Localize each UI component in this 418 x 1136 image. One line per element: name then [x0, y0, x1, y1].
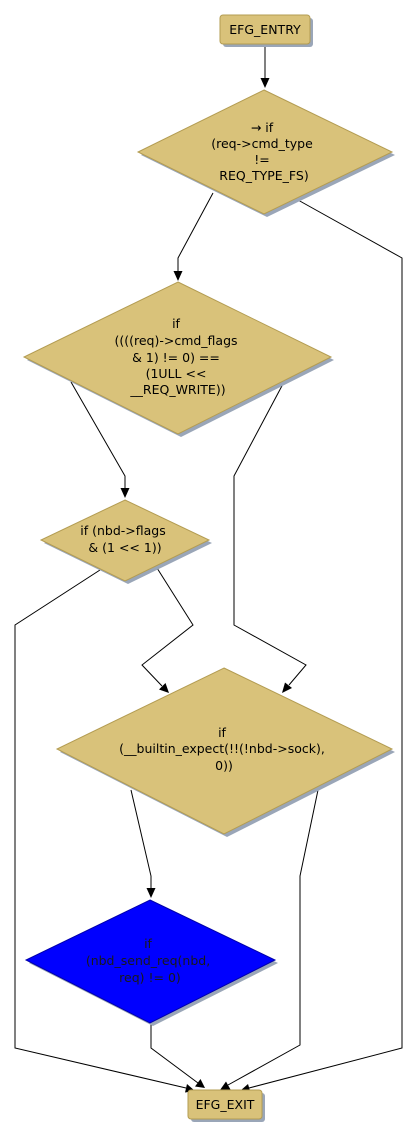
- node-cond-nbd-flags[interactable]: if (nbd->flags & (1 << 1)): [39, 499, 212, 584]
- node-label-line: if (nbd->flags: [80, 523, 165, 538]
- edge-cmd-flags-to-sock: [233, 381, 307, 686]
- node-label: if ((((req)->cmd_flags & 1) != 0) == (1U…: [114, 316, 241, 397]
- node-box: [219, 14, 311, 45]
- node-diamond: [39, 499, 211, 582]
- node-label-line: if: [144, 936, 152, 951]
- edge-arrowhead: [260, 78, 270, 88]
- node-diamond: [55, 667, 394, 835]
- node-label-line: EFG_EXIT: [196, 1097, 255, 1112]
- node-label: EFG_ENTRY: [229, 22, 301, 37]
- node-cond-cmd-type[interactable]: → if (req->cmd_type != REQ_TYPE_FS): [136, 89, 395, 217]
- edge-arrowhead: [173, 271, 183, 281]
- edge-arrowhead: [159, 683, 169, 693]
- node-label-line: (1ULL <<: [146, 366, 207, 381]
- node-label-line: → if: [251, 120, 274, 135]
- node-label-line: req) != 0): [119, 970, 181, 985]
- node-label: if (__builtin_expect(!!(!nbd->sock), 0)): [119, 725, 329, 773]
- node-label-line: & (1 << 1)): [88, 540, 161, 555]
- node-cond-send-req[interactable]: if (nbd_send_req(nbd, req) != 0): [24, 899, 278, 1026]
- edge-sock-to-send-req: [130, 789, 152, 889]
- node-label: EFG_EXIT: [196, 1097, 255, 1112]
- node-label-line: __REQ_WRITE)): [129, 382, 225, 397]
- node-label: if (nbd->flags & (1 << 1)): [80, 523, 169, 555]
- node-label: → if (req->cmd_type != REQ_TYPE_FS): [211, 120, 317, 183]
- edge-arrowhead: [195, 1079, 205, 1088]
- edge-cmd-flags-to-nbd-flags: [70, 381, 126, 489]
- edge-arrowhead: [120, 488, 130, 498]
- node-label-line: 0)): [215, 758, 233, 773]
- node-cond-cmd-flags[interactable]: if ((((req)->cmd_flags & 1) != 0) == (1U…: [22, 281, 334, 437]
- node-label: if (nbd_send_req(nbd, req) != 0): [86, 936, 214, 985]
- node-label-line: (__builtin_expect(!!(!nbd->sock),: [119, 741, 325, 756]
- node-cond-sock[interactable]: if (__builtin_expect(!!(!nbd->sock), 0)): [55, 667, 395, 837]
- node-label-line: REQ_TYPE_FS): [219, 168, 308, 183]
- node-label-line: EFG_ENTRY: [229, 22, 301, 37]
- node-label-line: if: [218, 725, 226, 740]
- node-label-line: !=: [254, 152, 270, 167]
- node-efg-exit[interactable]: EFG_EXIT: [187, 1089, 265, 1122]
- node-label-line: ((((req)->cmd_flags: [114, 333, 237, 348]
- node-label-line: (req->cmd_type: [211, 136, 313, 151]
- node-box: [187, 1089, 263, 1120]
- edge-sock-to-exit: [227, 789, 319, 1086]
- edge-cmd-type-to-cmd-flags: [177, 192, 214, 272]
- node-diamond-selected: [24, 899, 277, 1024]
- edge-send-req-to-exit: [150, 1023, 199, 1084]
- node-diamond: [22, 281, 333, 435]
- edge-arrowhead: [282, 682, 292, 693]
- node-label-line: & 1) != 0) ==: [132, 350, 220, 365]
- edge-nbd-flags-to-exit: [14, 569, 187, 1089]
- edge-cmd-type-to-exit: [248, 199, 403, 1089]
- node-label-line: if: [172, 316, 180, 331]
- node-label-line: (nbd_send_req(nbd,: [86, 953, 210, 968]
- edge-arrowhead: [220, 1081, 231, 1090]
- node-diamond: [136, 89, 394, 215]
- edge-arrowhead: [146, 888, 156, 898]
- node-efg-entry[interactable]: EFG_ENTRY: [219, 14, 313, 47]
- edge-nbd-flags-to-sock: [141, 567, 194, 687]
